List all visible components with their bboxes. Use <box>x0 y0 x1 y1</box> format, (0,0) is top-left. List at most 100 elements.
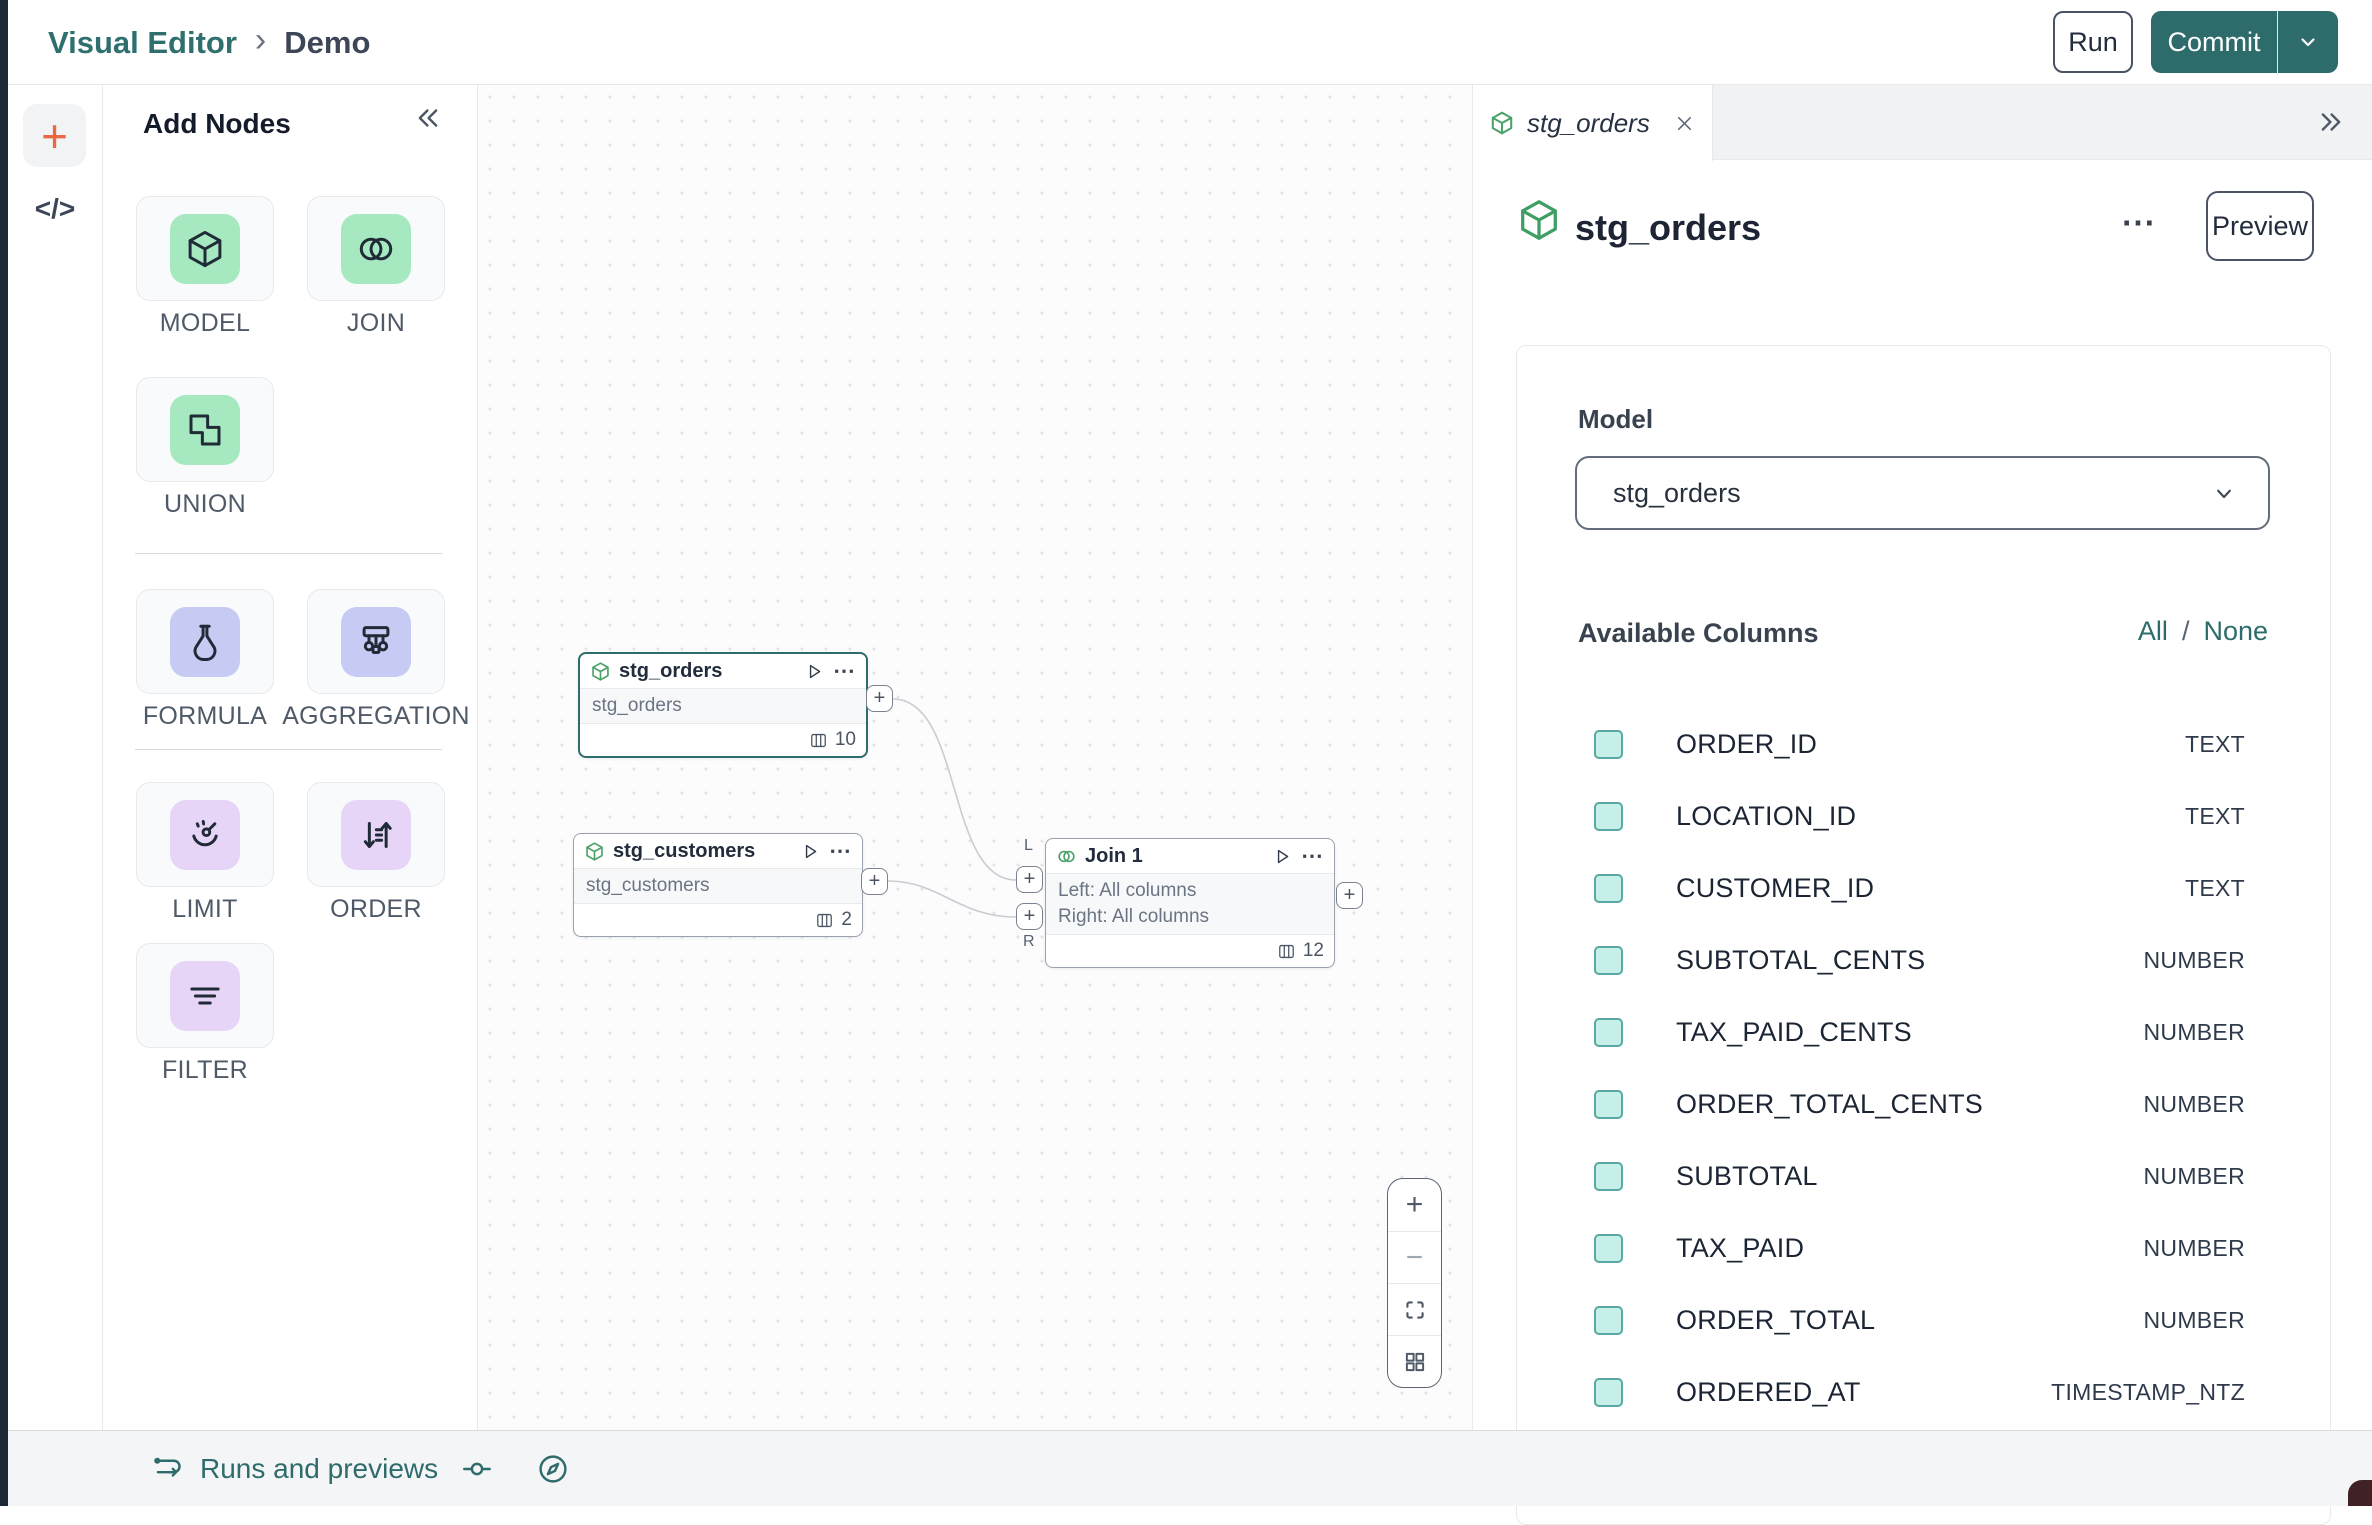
explore-compass-button[interactable] <box>536 1452 570 1486</box>
preview-button[interactable]: Preview <box>2206 191 2314 261</box>
node-type-label: ORDER <box>330 895 422 923</box>
node-type-aggregation[interactable]: AGGREGATION <box>282 589 469 730</box>
canvas-node-stg-customers[interactable]: stg_customers ⋯ stg_customers 2 <box>573 833 863 937</box>
filter-lines-icon <box>190 987 220 1004</box>
cube-icon <box>1491 111 1513 135</box>
column-checkbox[interactable] <box>1594 1305 1623 1335</box>
node-header: Join 1 ⋯ <box>1046 839 1334 873</box>
model-select[interactable]: stg_orders <box>1575 456 2270 530</box>
bottom-bar: Runs and previews <box>8 1430 2372 1506</box>
flow-canvas[interactable]: stg_orders ⋯ stg_orders 10 stg_customers… <box>478 85 1472 1430</box>
commit-button[interactable]: Commit <box>2151 11 2277 73</box>
run-button-label: Run <box>2068 26 2118 57</box>
inspector-node-icon <box>1516 197 1562 243</box>
join-right-config: Right: All columns <box>1058 906 1210 927</box>
union-squares-icon <box>189 414 221 445</box>
column-row: SUBTOTAL NUMBER <box>1594 1140 2245 1212</box>
column-name: SUBTOTAL <box>1676 1160 1818 1191</box>
top-bar: Visual Editor › Demo Run Commit <box>8 0 2372 85</box>
node-type-model[interactable]: MODEL <box>136 196 274 337</box>
canvas-node-stg-orders[interactable]: stg_orders ⋯ stg_orders 10 <box>578 652 868 758</box>
column-type: TEXT <box>2185 802 2245 829</box>
play-icon[interactable] <box>800 841 821 862</box>
node-type-limit[interactable]: LIMIT <box>136 782 274 923</box>
corner-overlay <box>2348 1480 2372 1506</box>
column-type: NUMBER <box>2143 1018 2245 1045</box>
column-checkbox[interactable] <box>1594 1233 1623 1263</box>
runs-route-icon <box>154 1457 181 1477</box>
node-header: stg_orders ⋯ <box>580 654 866 688</box>
column-checkbox[interactable] <box>1594 945 1623 975</box>
column-count: 12 <box>1302 940 1324 961</box>
select-none-link[interactable]: None <box>2203 616 2268 646</box>
edge-stg-orders-to-join <box>892 698 1017 881</box>
model-select-value: stg_orders <box>1613 477 1741 508</box>
node-title: stg_orders <box>619 659 723 682</box>
column-name: TAX_PAID <box>1676 1232 1805 1263</box>
join-circles-icon <box>359 237 393 260</box>
breadcrumb-home-link[interactable]: Visual Editor <box>48 24 237 60</box>
join-left-port-label: L <box>1024 837 1033 854</box>
node-type-union[interactable]: UNION <box>136 377 274 518</box>
output-handle-stg-orders[interactable]: + <box>866 685 893 712</box>
node-type-filter[interactable]: FILTER <box>136 943 274 1084</box>
code-view-button[interactable]: </> <box>8 193 102 225</box>
node-config: Left: All columns Right: All columns <box>1046 873 1334 935</box>
runs-and-previews-toggle[interactable]: Runs and previews <box>150 1431 438 1507</box>
more-icon[interactable]: ⋯ <box>2121 204 2157 242</box>
commit-dropdown-button[interactable] <box>2277 11 2338 73</box>
add-node-rail-button[interactable]: + <box>23 104 86 167</box>
zoom-in-button[interactable]: + <box>1405 1188 1424 1221</box>
more-icon[interactable]: ⋯ <box>829 838 852 863</box>
tab-stg-orders[interactable]: stg_orders <box>1473 85 1713 161</box>
node-type-formula[interactable]: FORMULA <box>136 589 274 730</box>
left-rail: + </> <box>8 85 103 1430</box>
fit-view-button[interactable] <box>1388 1283 1441 1335</box>
tab-label: stg_orders <box>1527 107 1650 138</box>
close-icon[interactable] <box>1673 112 1696 135</box>
collapse-panel-button[interactable] <box>413 103 443 133</box>
column-row: LOCATION_ID TEXT <box>1594 780 2245 852</box>
node-type-label: FILTER <box>161 1056 249 1084</box>
commit-node-button[interactable] <box>460 1452 494 1486</box>
column-checkbox[interactable] <box>1594 1017 1623 1047</box>
more-icon[interactable]: ⋯ <box>1301 843 1324 868</box>
zoom-out-button[interactable]: − <box>1388 1231 1441 1283</box>
double-chevron-left-icon <box>418 109 438 127</box>
node-footer: 2 <box>574 904 862 936</box>
inspector-title: stg_orders <box>1575 207 1762 248</box>
add-nodes-panel: Add Nodes MODEL JOIN UNION <box>103 85 478 1430</box>
column-checkbox[interactable] <box>1594 1377 1623 1407</box>
column-checkbox[interactable] <box>1594 1089 1623 1119</box>
column-row: TAX_PAID_CENTS NUMBER <box>1594 996 2245 1068</box>
play-icon[interactable] <box>804 661 825 682</box>
column-type: NUMBER <box>2143 1162 2245 1189</box>
node-type-join[interactable]: JOIN <box>307 196 445 337</box>
column-checkbox[interactable] <box>1594 1161 1623 1191</box>
column-checkbox[interactable] <box>1594 873 1623 903</box>
column-row: ORDER_TOTAL_CENTS NUMBER <box>1594 1068 2245 1140</box>
canvas-node-join-1[interactable]: Join 1 ⋯ Left: All columns Right: All co… <box>1045 838 1335 968</box>
commit-button-label: Commit <box>2167 26 2261 57</box>
column-row: TAX_PAID NUMBER <box>1594 1212 2245 1284</box>
output-handle-join[interactable]: + <box>1336 882 1363 909</box>
cube-icon <box>592 661 609 681</box>
output-handle-stg-customers[interactable]: + <box>861 868 888 895</box>
node-type-order[interactable]: ORDER <box>307 782 445 923</box>
column-name: LOCATION_ID <box>1676 800 1857 831</box>
auto-layout-button[interactable] <box>1388 1335 1441 1387</box>
more-icon[interactable]: ⋯ <box>833 658 856 683</box>
commit-split-button: Commit <box>2151 11 2338 73</box>
column-checkbox[interactable] <box>1594 729 1623 759</box>
node-footer: 10 <box>580 724 866 756</box>
select-all-link[interactable]: All <box>2137 616 2168 646</box>
cube-icon <box>586 841 603 861</box>
input-handle-join-left[interactable]: + <box>1016 866 1043 893</box>
run-button[interactable]: Run <box>2053 11 2133 73</box>
input-handle-join-right[interactable]: + <box>1016 903 1043 930</box>
column-checkbox[interactable] <box>1594 801 1623 831</box>
expand-panel-button[interactable] <box>2316 107 2346 137</box>
play-icon[interactable] <box>1272 846 1293 867</box>
edges-layer <box>887 698 1017 918</box>
cube-icon <box>188 230 222 267</box>
